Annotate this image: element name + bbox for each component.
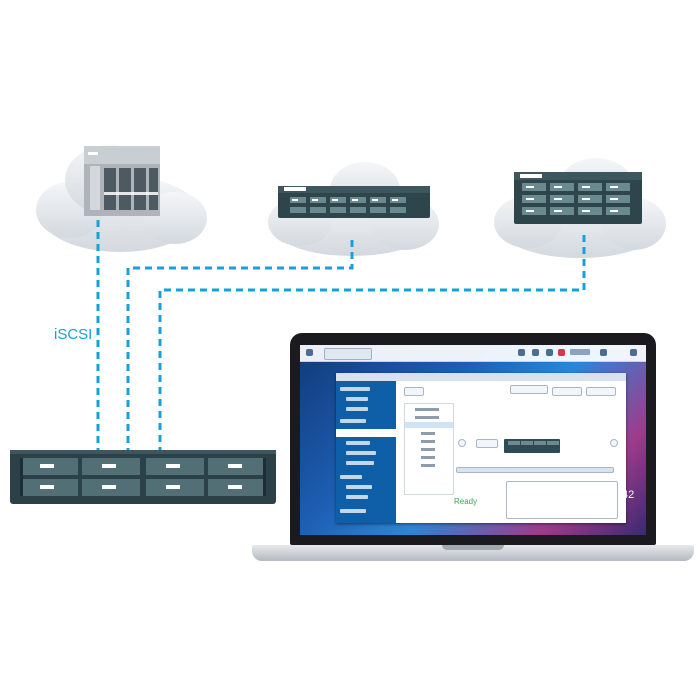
drive-bay <box>534 441 546 445</box>
rack-nas-main-icon <box>10 450 276 504</box>
toolbar-button <box>552 387 582 396</box>
storage-manager-window: Ready <box>336 373 626 523</box>
drive-bay <box>508 441 520 445</box>
rack-nas-center-icon <box>278 186 430 218</box>
window-main-panel: Ready <box>396 381 626 523</box>
tree-row <box>421 448 435 451</box>
sidebar-item <box>346 407 368 411</box>
action-button-bar <box>456 467 614 473</box>
tree-row <box>421 456 435 459</box>
storage-tree <box>404 403 454 495</box>
iscsi-links <box>96 220 586 452</box>
laptop-notch <box>442 545 504 550</box>
sidebar-item <box>346 397 368 401</box>
sidebar-item <box>346 495 368 499</box>
tree-row <box>421 440 435 443</box>
tree-row <box>415 408 439 411</box>
sidebar-item <box>346 451 376 455</box>
tree-row <box>415 416 439 419</box>
iscsi-label: iSCSI <box>54 326 93 343</box>
os-taskbar <box>300 345 646 362</box>
sidebar-item <box>340 509 366 513</box>
sidebar-item <box>346 461 374 465</box>
tower-nas-icon <box>84 146 160 216</box>
enclosure-thumbnail <box>476 439 498 448</box>
sidebar-item <box>346 485 372 489</box>
rack-nas-right-icon <box>514 172 642 224</box>
options-icon <box>600 349 607 356</box>
menu-icon <box>306 349 313 356</box>
window-titlebar <box>336 373 626 381</box>
alert-icon <box>558 349 565 356</box>
sidebar-item <box>340 419 366 423</box>
dashboard-icon <box>630 349 637 356</box>
toolbar-button <box>510 385 548 394</box>
drive-bay <box>521 441 533 445</box>
sidebar-item-selected <box>336 429 396 437</box>
toolbar-button <box>586 387 616 396</box>
tree-row <box>421 464 435 467</box>
link-center-rack <box>126 240 354 452</box>
sidebar-item <box>340 475 362 479</box>
toolbar-button <box>404 387 424 396</box>
expansion-unit-image <box>504 439 560 453</box>
tree-row-selected <box>405 422 453 428</box>
user-menu <box>570 349 590 355</box>
search-icon <box>518 349 525 356</box>
desktop-clock: 42 <box>622 489 635 501</box>
tree-row <box>421 432 435 435</box>
link-right-rack <box>158 235 586 452</box>
sidebar-item <box>340 387 370 391</box>
laptop-screen: Ready 42 <box>300 345 646 535</box>
laptop-icon: Ready 42 <box>290 333 656 545</box>
details-panel <box>506 481 618 519</box>
laptop-base <box>252 545 694 561</box>
notification-icon <box>546 349 553 356</box>
app-tab <box>324 348 372 360</box>
window-sidebar <box>336 381 396 523</box>
prev-arrow-icon <box>458 439 466 447</box>
next-arrow-icon <box>610 439 618 447</box>
status-text: Ready <box>454 497 478 506</box>
tools-icon <box>532 349 539 356</box>
drive-bay <box>547 441 559 445</box>
sidebar-item <box>346 441 370 445</box>
